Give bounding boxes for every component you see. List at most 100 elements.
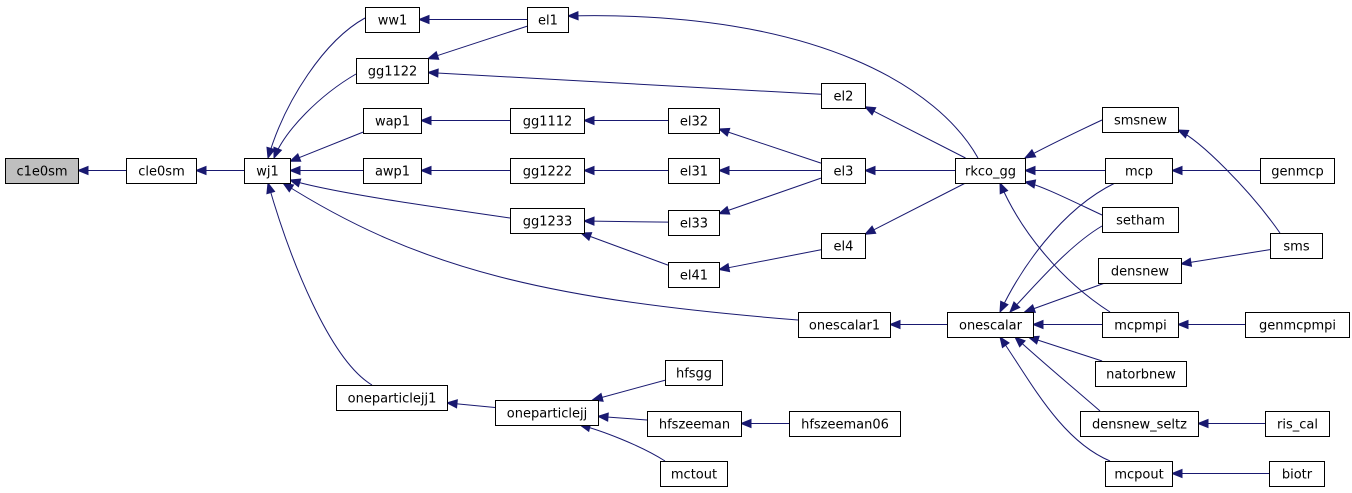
node-label: ww1 xyxy=(378,14,408,29)
node-box xyxy=(510,208,585,234)
node-box xyxy=(821,83,866,109)
node-box xyxy=(955,158,1026,184)
arrowhead xyxy=(281,182,295,193)
node-cle0sm[interactable]: cle0sm xyxy=(126,158,197,184)
node-biotr[interactable]: biotr xyxy=(1269,461,1325,487)
node-el33[interactable]: el33 xyxy=(668,210,720,236)
node-mcpmpi[interactable]: mcpmpi xyxy=(1102,312,1179,338)
node-oneparticlejj[interactable]: oneparticlejj xyxy=(495,400,599,426)
node-box xyxy=(821,158,866,184)
node-box xyxy=(668,262,720,288)
node-box xyxy=(5,158,79,184)
node-label: setham xyxy=(1116,214,1165,229)
node-box xyxy=(1095,361,1187,387)
arrowhead xyxy=(288,165,301,176)
node-densnew-seltz[interactable]: densnew_seltz xyxy=(1080,411,1199,437)
edge-oneparticlejj1-to-wj1 xyxy=(266,181,373,386)
node-c1e0sm[interactable]: c1e0sm xyxy=(5,158,79,184)
node-gg1112[interactable]: gg1112 xyxy=(510,108,585,134)
edge-gg1222-to-awp1 xyxy=(419,165,510,176)
node-el41[interactable]: el41 xyxy=(668,262,720,288)
node-label: mcp xyxy=(1125,165,1153,180)
node-box xyxy=(363,108,422,134)
node-wap1[interactable]: wap1 xyxy=(363,108,422,134)
node-label: oneparticlejj1 xyxy=(348,392,437,407)
edge-el1-to-ww1 xyxy=(417,14,527,25)
edge-line xyxy=(427,71,822,95)
node-densnew[interactable]: densnew xyxy=(1098,258,1182,284)
edge-line xyxy=(718,177,822,215)
node-box xyxy=(356,58,429,84)
node-ww1[interactable]: ww1 xyxy=(365,7,420,33)
node-box xyxy=(665,360,723,386)
arrowhead xyxy=(1176,129,1190,139)
node-box xyxy=(336,385,448,411)
edge-line xyxy=(1009,225,1103,313)
node-sms[interactable]: sms xyxy=(1270,233,1323,259)
arrowhead xyxy=(566,11,579,21)
edge-setham-to-rkco_gg xyxy=(1023,179,1103,216)
node-mcp[interactable]: mcp xyxy=(1105,158,1173,184)
edge-line xyxy=(289,179,511,219)
node-box xyxy=(495,400,599,426)
node-hfsgg[interactable]: hfsgg xyxy=(665,360,723,386)
node-label: wap1 xyxy=(375,115,410,130)
node-gg1222[interactable]: gg1222 xyxy=(510,158,585,184)
node-label: genmcpmpi xyxy=(1259,319,1336,334)
node-label: el41 xyxy=(680,269,708,284)
node-smsnew[interactable]: smsnew xyxy=(1102,107,1179,133)
edge-line xyxy=(580,232,669,266)
node-label: mcpout xyxy=(1114,468,1163,483)
node-hfszeeman[interactable]: hfszeeman xyxy=(647,411,742,437)
edge-line xyxy=(273,73,357,159)
node-mctout[interactable]: mctout xyxy=(660,461,728,487)
node-label: el33 xyxy=(680,217,708,232)
node-label: hfsgg xyxy=(676,367,712,382)
node-el3[interactable]: el3 xyxy=(821,158,866,184)
arrowhead xyxy=(888,319,901,330)
node-rkco-gg[interactable]: rkco_gg xyxy=(955,158,1026,184)
node-box xyxy=(821,233,866,259)
node-label: awp1 xyxy=(375,165,410,180)
node-mcpout[interactable]: mcpout xyxy=(1105,461,1173,487)
node-el4[interactable]: el4 xyxy=(821,233,866,259)
node-box xyxy=(668,158,720,184)
arrowhead xyxy=(426,68,439,78)
arrowhead xyxy=(582,115,595,126)
node-gg1233[interactable]: gg1233 xyxy=(510,208,585,234)
node-genmcpmpi[interactable]: genmcpmpi xyxy=(1245,312,1350,338)
edge-genmcpmpi-to-mcpmpi xyxy=(1176,319,1245,330)
node-ris-cal[interactable]: ris_cal xyxy=(1265,411,1330,437)
node-label: hfszeeman xyxy=(659,418,730,433)
node-label: gg1112 xyxy=(523,115,573,130)
node-el1[interactable]: el1 xyxy=(527,7,569,33)
node-el32[interactable]: el32 xyxy=(668,108,720,134)
edge-ww1-to-wj1 xyxy=(266,17,366,160)
node-box xyxy=(1245,312,1350,338)
arrowhead xyxy=(582,165,595,176)
node-label: gg1122 xyxy=(368,65,418,80)
edge-awp1-to-wj1 xyxy=(288,165,363,176)
arrowhead xyxy=(1179,257,1193,267)
node-box xyxy=(798,312,891,338)
node-el31[interactable]: el31 xyxy=(668,158,720,184)
arrowhead xyxy=(288,153,302,162)
node-onescalar1[interactable]: onescalar1 xyxy=(798,312,891,338)
node-hfszeeman06[interactable]: hfszeeman06 xyxy=(789,411,901,437)
arrowhead xyxy=(999,300,1009,314)
arrowhead xyxy=(419,165,432,176)
node-oneparticlejj1[interactable]: oneparticlejj1 xyxy=(336,385,448,411)
edge-line xyxy=(999,182,1116,313)
edge-line xyxy=(289,131,364,162)
node-natorbnew[interactable]: natorbnew xyxy=(1095,361,1187,387)
node-wj1[interactable]: wj1 xyxy=(244,158,291,184)
edges-layer xyxy=(76,11,1281,479)
node-setham[interactable]: setham xyxy=(1102,207,1179,233)
node-genmcp[interactable]: genmcp xyxy=(1260,158,1335,184)
node-el2[interactable]: el2 xyxy=(821,83,866,109)
node-awp1[interactable]: awp1 xyxy=(363,158,422,184)
node-box xyxy=(1098,258,1182,284)
node-gg1122[interactable]: gg1122 xyxy=(356,58,429,84)
node-onescalar[interactable]: onescalar xyxy=(947,312,1034,338)
